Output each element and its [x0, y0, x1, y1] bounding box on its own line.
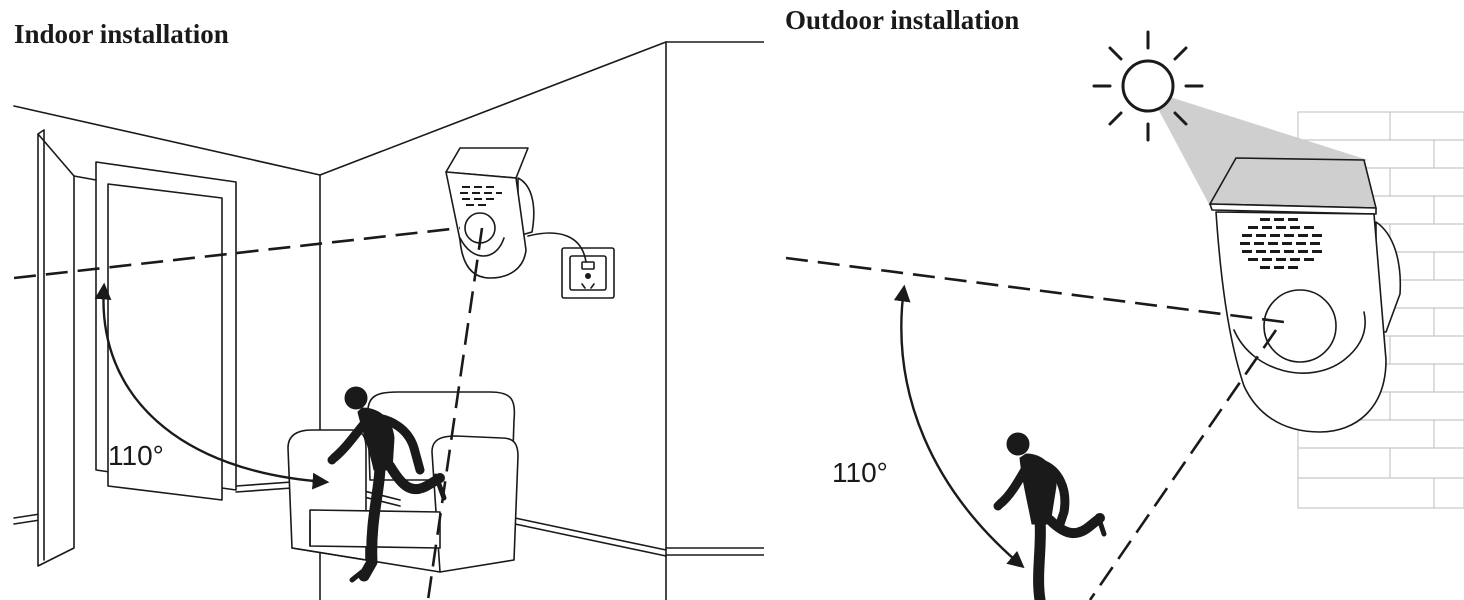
indoor-angle-label: 110° — [108, 440, 164, 471]
sun-icon — [1092, 30, 1204, 142]
indoor-scene — [13, 41, 764, 600]
wall-socket-icon — [561, 247, 615, 299]
outdoor-title: Outdoor installation — [785, 5, 1020, 35]
sunbeam — [1148, 90, 1368, 206]
detection-line-horizontal — [13, 226, 461, 280]
indoor-title: Indoor installation — [14, 19, 229, 49]
door-icon — [37, 129, 237, 567]
detection-line-horizontal — [785, 256, 1285, 324]
outdoor-installation-panel: Outdoor installation 110° — [764, 0, 1464, 600]
motion-sensor-icon — [1208, 157, 1402, 433]
outdoor-scene — [785, 30, 1464, 600]
power-cable — [527, 232, 587, 263]
running-person-icon — [327, 386, 447, 583]
running-person-icon — [993, 432, 1107, 600]
detection-line-diagonal — [1088, 329, 1278, 600]
indoor-installation-panel: Indoor installation 110° — [13, 19, 764, 600]
detection-angle-arc — [893, 284, 1025, 569]
detection-angle-arc — [94, 282, 330, 490]
motion-sensor-icon — [445, 147, 535, 279]
outdoor-angle-label: 110° — [832, 457, 888, 488]
